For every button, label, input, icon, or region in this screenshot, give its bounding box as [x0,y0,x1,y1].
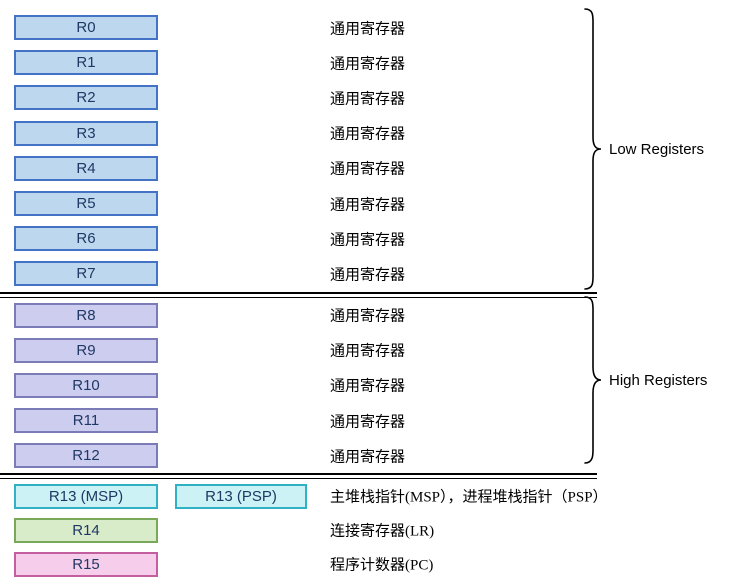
register-row-r1: R1 通用寄存器 [0,45,756,80]
separator-line-top [0,291,597,298]
register-desc-r15: 程序计数器(PC) [330,557,434,574]
register-row-r13: R13 (MSP) R13 (PSP) 主堆栈指针(MSP），进程堆栈指针（PS… [0,479,756,513]
register-box-r4: R4 [14,155,158,181]
curly-brace-icon [584,296,602,464]
register-row-r0: R0 通用寄存器 [0,10,756,45]
register-desc-r8: 通用寄存器 [330,308,406,325]
high-registers-label: High Registers [609,371,708,389]
curly-brace-icon [584,8,602,290]
register-desc-r3: 通用寄存器 [330,126,406,143]
register-box-r5: R5 [14,191,158,217]
register-row-r14: R14 连接寄存器(LR) [0,513,756,547]
register-row-r15: R15 程序计数器(PC) [0,547,756,581]
register-desc-r4: 通用寄存器 [330,161,406,178]
register-box-r14: R14 [14,517,158,543]
register-desc-r10: 通用寄存器 [330,378,406,395]
register-box-r12: R12 [14,443,158,469]
high-registers-brace: High Registers [584,296,707,464]
register-row-r10: R10 通用寄存器 [0,368,756,403]
register-box-r8: R8 [14,302,158,328]
register-box-r9: R9 [14,337,158,363]
register-row-r8: R8 通用寄存器 [0,298,756,333]
register-desc-r13: 主堆栈指针(MSP），进程堆栈指针（PSP） [330,489,608,506]
register-row-r4: R4 通用寄存器 [0,151,756,186]
register-desc-r0: 通用寄存器 [330,21,406,38]
register-box-r0: R0 [14,15,158,41]
register-desc-r7: 通用寄存器 [330,267,406,284]
register-box-r2: R2 [14,85,158,111]
register-desc-r9: 通用寄存器 [330,343,406,360]
register-row-r5: R5 通用寄存器 [0,186,756,221]
low-registers-brace: Low Registers [584,8,704,290]
low-registers-label: Low Registers [609,140,705,158]
register-desc-r1: 通用寄存器 [330,56,406,73]
register-desc-r2: 通用寄存器 [330,91,406,108]
register-desc-r11: 通用寄存器 [330,414,406,431]
register-row-r7: R7 通用寄存器 [0,256,756,291]
register-box-r1: R1 [14,50,158,76]
register-desc-r6: 通用寄存器 [330,232,406,249]
register-box-r10: R10 [14,372,158,398]
register-box-r13-psp: R13 (PSP) [175,483,307,509]
register-box-r11: R11 [14,408,158,434]
register-row-r12: R12 通用寄存器 [0,438,756,473]
register-box-r7: R7 [14,261,158,287]
register-desc-r14: 连接寄存器(LR) [330,523,435,540]
separator-line-bottom [0,473,597,480]
register-desc-r12: 通用寄存器 [330,449,406,466]
register-desc-r5: 通用寄存器 [330,197,406,214]
register-box-r3: R3 [14,120,158,146]
register-row-r9: R9 通用寄存器 [0,333,756,368]
register-box-r13-msp: R13 (MSP) [14,483,158,509]
register-row-r2: R2 通用寄存器 [0,80,756,115]
register-row-r6: R6 通用寄存器 [0,221,756,256]
register-row-r3: R3 通用寄存器 [0,116,756,151]
register-box-r6: R6 [14,226,158,252]
register-row-r11: R11 通用寄存器 [0,403,756,438]
register-box-r15: R15 [14,551,158,577]
